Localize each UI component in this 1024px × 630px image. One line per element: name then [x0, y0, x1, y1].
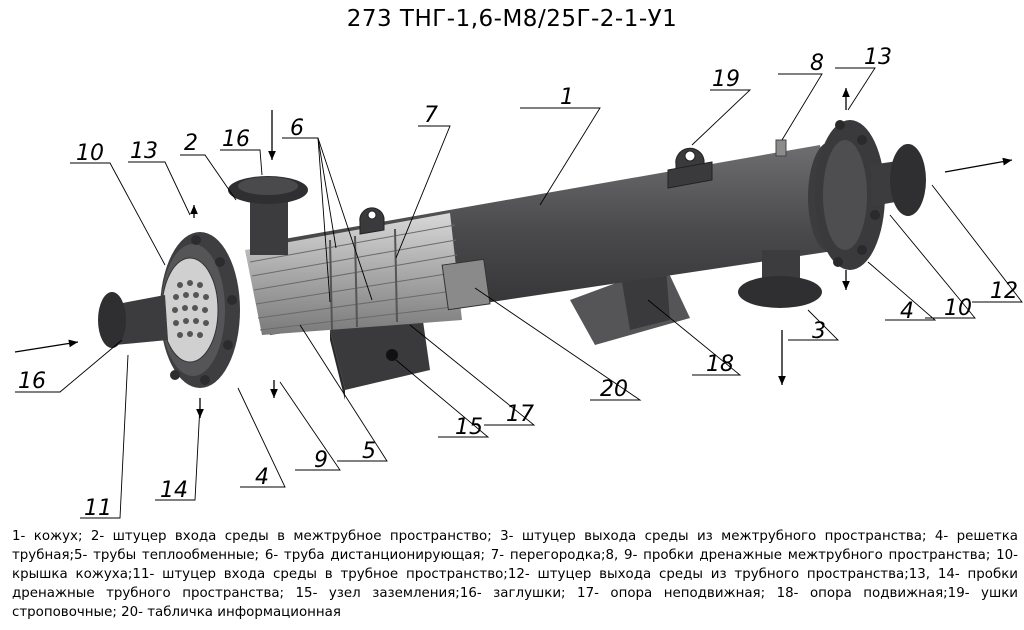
callout-16-left: 16: [18, 369, 46, 394]
callout-4-left: 4: [255, 465, 269, 490]
callout-10-left: 10: [76, 141, 104, 166]
tube-sheet-holes: [172, 280, 209, 338]
shell-inlet-nozzle: [228, 176, 308, 255]
heat-exchanger-drawing: 1 2 3 4 4 5 6 7 8 9 10 10 11 12 13 13 14…: [14, 45, 1023, 521]
callout-13-left: 13: [130, 139, 158, 164]
tube-bundle: [245, 213, 462, 335]
flow-arrows: [14, 88, 1013, 418]
diagram-title: 273 ТНГ-1,6-М8/25Г-2-1-У1: [346, 6, 678, 32]
grounding-node: [386, 349, 398, 361]
leader-lines: [15, 67, 1023, 519]
callout-labels: 1 2 3 4 4 5 6 7 8 9 10 10 11 12 13 13 14…: [18, 45, 1018, 521]
callout-14: 14: [160, 478, 188, 503]
left-inlet-nozzle: [98, 292, 168, 348]
callout-11: 11: [84, 496, 112, 521]
callout-10-right: 10: [944, 296, 972, 321]
callout-16-top: 16: [222, 127, 250, 152]
drain-plug-8: [775, 139, 787, 157]
left-cover: [160, 232, 240, 388]
callout-1: 1: [560, 85, 574, 110]
parts-legend: 1- кожух; 2- штуцер входа среды в межтру…: [12, 529, 1018, 620]
callout-4-right: 4: [900, 299, 914, 324]
right-cover: [815, 120, 926, 270]
callout-5: 5: [362, 439, 376, 464]
callout-3: 3: [812, 319, 826, 344]
callout-8: 8: [810, 51, 824, 76]
callout-20: 20: [600, 377, 628, 402]
callout-12: 12: [990, 279, 1018, 304]
callout-19: 19: [712, 67, 740, 92]
callout-13-right: 13: [864, 45, 892, 70]
callout-17: 17: [506, 402, 534, 427]
nameplate: [441, 258, 491, 311]
lifting-lug: [359, 147, 713, 235]
callout-2: 2: [184, 131, 198, 156]
callout-18: 18: [706, 352, 734, 377]
callout-15: 15: [455, 415, 483, 440]
callout-7: 7: [424, 103, 438, 128]
callout-9: 9: [314, 448, 328, 473]
callout-6: 6: [290, 116, 304, 141]
shell-outlet-nozzle: [738, 250, 822, 308]
